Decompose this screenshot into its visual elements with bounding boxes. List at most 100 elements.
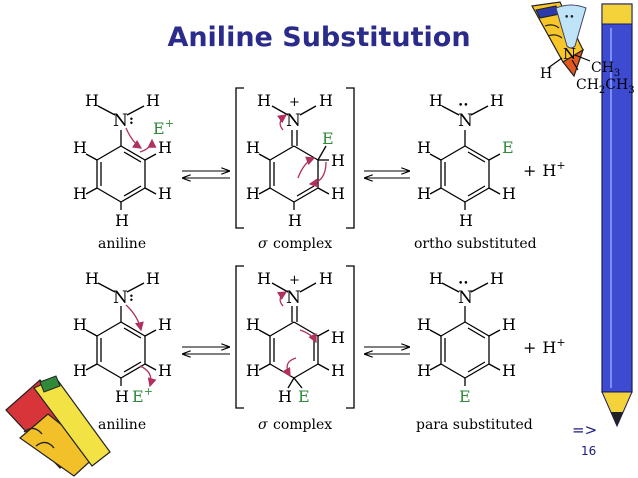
proton-product-1: +H+ (523, 159, 566, 180)
caption-sigma-symbol-2: σ (258, 417, 268, 433)
svg-text:H: H (146, 91, 160, 110)
equilibrium-arrow-icon (182, 171, 230, 178)
svg-text:H: H (417, 361, 431, 380)
electrophile-label: E+ (153, 117, 174, 138)
svg-text:H: H (158, 315, 172, 334)
svg-text:H: H (246, 315, 260, 334)
svg-text:••: •• (458, 279, 469, 289)
sigma-complex-ortho: H H + N E H H H H H (235, 87, 355, 230)
svg-text:••: •• (458, 101, 469, 111)
svg-text:H: H (278, 387, 292, 406)
equilibrium-arrow-icon (364, 171, 410, 178)
nitrogen-atom: N (286, 111, 301, 131)
svg-text:H: H (146, 269, 160, 288)
sigma-complex-para: H H + N H H H H H E (235, 265, 355, 409)
corner-nitrogen: N (563, 45, 576, 63)
equilibrium-arrow-icon (364, 347, 410, 354)
svg-text::: : (129, 113, 134, 128)
svg-text:H: H (502, 184, 516, 203)
svg-text:H: H (502, 361, 516, 380)
para-product-structure: H H •• N H H H H E (417, 269, 516, 406)
curved-arrow-icon (282, 357, 297, 378)
caption-para: para substituted (416, 417, 533, 433)
svg-text:H: H (73, 184, 87, 203)
svg-text:H: H (158, 184, 172, 203)
corner-methyl: CH3 (591, 60, 620, 79)
svg-text:H: H (73, 361, 87, 380)
nitrogen-atom: N (286, 288, 301, 308)
svg-text:H: H (158, 361, 172, 380)
curved-arrow-icon (276, 291, 288, 307)
svg-text:H: H (331, 361, 345, 380)
svg-text:H: H (158, 138, 172, 157)
aniline-structure-ortho: H H N : H H H H H E+ (73, 91, 174, 230)
slide-title: Aniline Substitution (167, 22, 471, 53)
caption-aniline-1: aniline (98, 236, 146, 252)
curved-arrow-icon (125, 304, 144, 332)
svg-text:H: H (490, 269, 504, 288)
svg-text:H: H (331, 184, 345, 203)
svg-text:H: H (459, 211, 473, 230)
nitrogen-atom: N (113, 111, 128, 131)
svg-text:H: H (331, 151, 345, 170)
next-slide-link[interactable]: => (572, 421, 598, 439)
caption-aniline-2: aniline (98, 417, 146, 433)
svg-text::: : (129, 290, 134, 305)
svg-text:H: H (417, 184, 431, 203)
svg-text:H: H (417, 315, 431, 334)
electrophile-label: E (298, 387, 310, 406)
curved-arrow-icon (139, 365, 157, 388)
svg-text:H: H (85, 269, 99, 288)
caption-sigma-complex-1: complex (273, 236, 332, 252)
svg-text:H: H (115, 387, 129, 406)
corner-lone-pair: •• (564, 13, 575, 23)
svg-text:H: H (319, 269, 333, 288)
caption-sigma-symbol-1: σ (258, 236, 268, 252)
proton-product-2: +H+ (523, 336, 566, 357)
corner-hydrogen: H (540, 66, 552, 82)
aniline-structure-para: H H N : H H H H H E+ (73, 269, 172, 406)
curved-arrow-icon (139, 138, 157, 153)
svg-text:H: H (73, 138, 87, 157)
svg-text:H: H (288, 211, 302, 230)
slide-number: 16 (581, 444, 597, 458)
svg-text:H: H (257, 269, 271, 288)
corner-ethyl: CH2CH3 (576, 77, 635, 96)
substituent-e: E (459, 387, 471, 406)
svg-text:+: + (289, 95, 300, 110)
curved-arrow-icon (299, 329, 317, 344)
nitrogen-atom: N (458, 111, 473, 131)
svg-text:H: H (246, 184, 260, 203)
svg-text:H: H (319, 91, 333, 110)
substituent-e: E (502, 138, 514, 157)
svg-text:H: H (85, 91, 99, 110)
svg-text:H: H (429, 269, 443, 288)
corner-amine-molecule: •• N H CH3 CH2CH3 (540, 4, 635, 96)
electrophile-label: E+ (132, 385, 153, 406)
caption-sigma-complex-2: complex (273, 417, 332, 433)
pencil-clipart-icon (601, 3, 633, 428)
svg-text:+: + (289, 273, 300, 288)
svg-text:H: H (246, 138, 260, 157)
equilibrium-arrow-icon (182, 347, 230, 354)
svg-text:H: H (257, 91, 271, 110)
caption-ortho: ortho substituted (414, 236, 537, 252)
svg-text:H: H (246, 361, 260, 380)
crayon-clipart-icon (5, 375, 111, 477)
curved-arrow-icon (297, 156, 316, 179)
curved-arrow-icon (308, 161, 327, 188)
nitrogen-atom: N (458, 288, 473, 308)
nitrogen-atom: N (113, 288, 128, 308)
svg-text:H: H (490, 91, 504, 110)
svg-text:H: H (502, 315, 516, 334)
svg-text:H: H (115, 211, 129, 230)
svg-text:H: H (417, 138, 431, 157)
electrophile-label: E (322, 129, 334, 148)
svg-text:H: H (331, 328, 345, 347)
curved-arrow-icon (125, 127, 143, 149)
svg-text:H: H (429, 91, 443, 110)
curved-arrow-icon (277, 114, 288, 131)
svg-text:H: H (73, 315, 87, 334)
